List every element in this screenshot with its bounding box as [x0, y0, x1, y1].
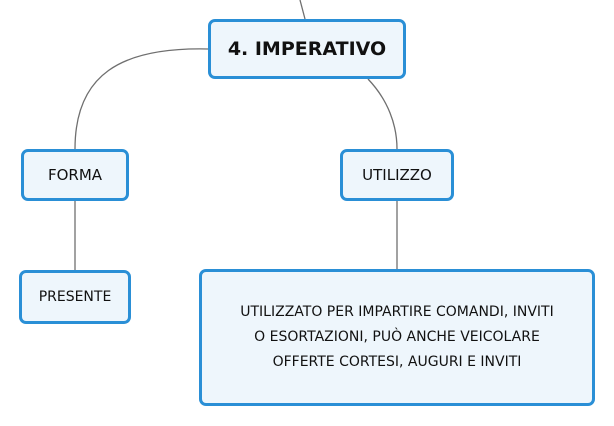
node-presente-label: PRESENTE: [38, 289, 112, 305]
description-text: UTILIZZATO PER IMPARTIRE COMANDI, INVITI…: [240, 300, 553, 375]
node-utilizzo-label: UTILIZZO: [362, 166, 432, 184]
node-presente[interactable]: PRESENTE: [19, 270, 131, 324]
connector-root-to-forma: [74, 48, 209, 150]
description-line-3: OFFERTE CORTESI, AUGURI E INVITI: [272, 354, 522, 370]
root-node-imperativo[interactable]: 4. IMPERATIVO: [208, 19, 406, 79]
connector-root-to-utilizzo: [367, 78, 398, 150]
description-line-2: O ESORTAZIONI, PUÒ ANCHE VEICOLARE: [254, 329, 540, 345]
description-line-1: UTILIZZATO PER IMPARTIRE COMANDI, INVITI: [240, 304, 554, 320]
node-utilizzo-description[interactable]: UTILIZZATO PER IMPARTIRE COMANDI, INVITI…: [199, 269, 595, 406]
connector-parent-to-root: [299, 0, 306, 20]
node-forma-label: FORMA: [47, 166, 103, 184]
node-utilizzo[interactable]: UTILIZZO: [340, 149, 454, 201]
node-forma[interactable]: FORMA: [21, 149, 129, 201]
root-node-label: 4. IMPERATIVO: [227, 38, 387, 60]
